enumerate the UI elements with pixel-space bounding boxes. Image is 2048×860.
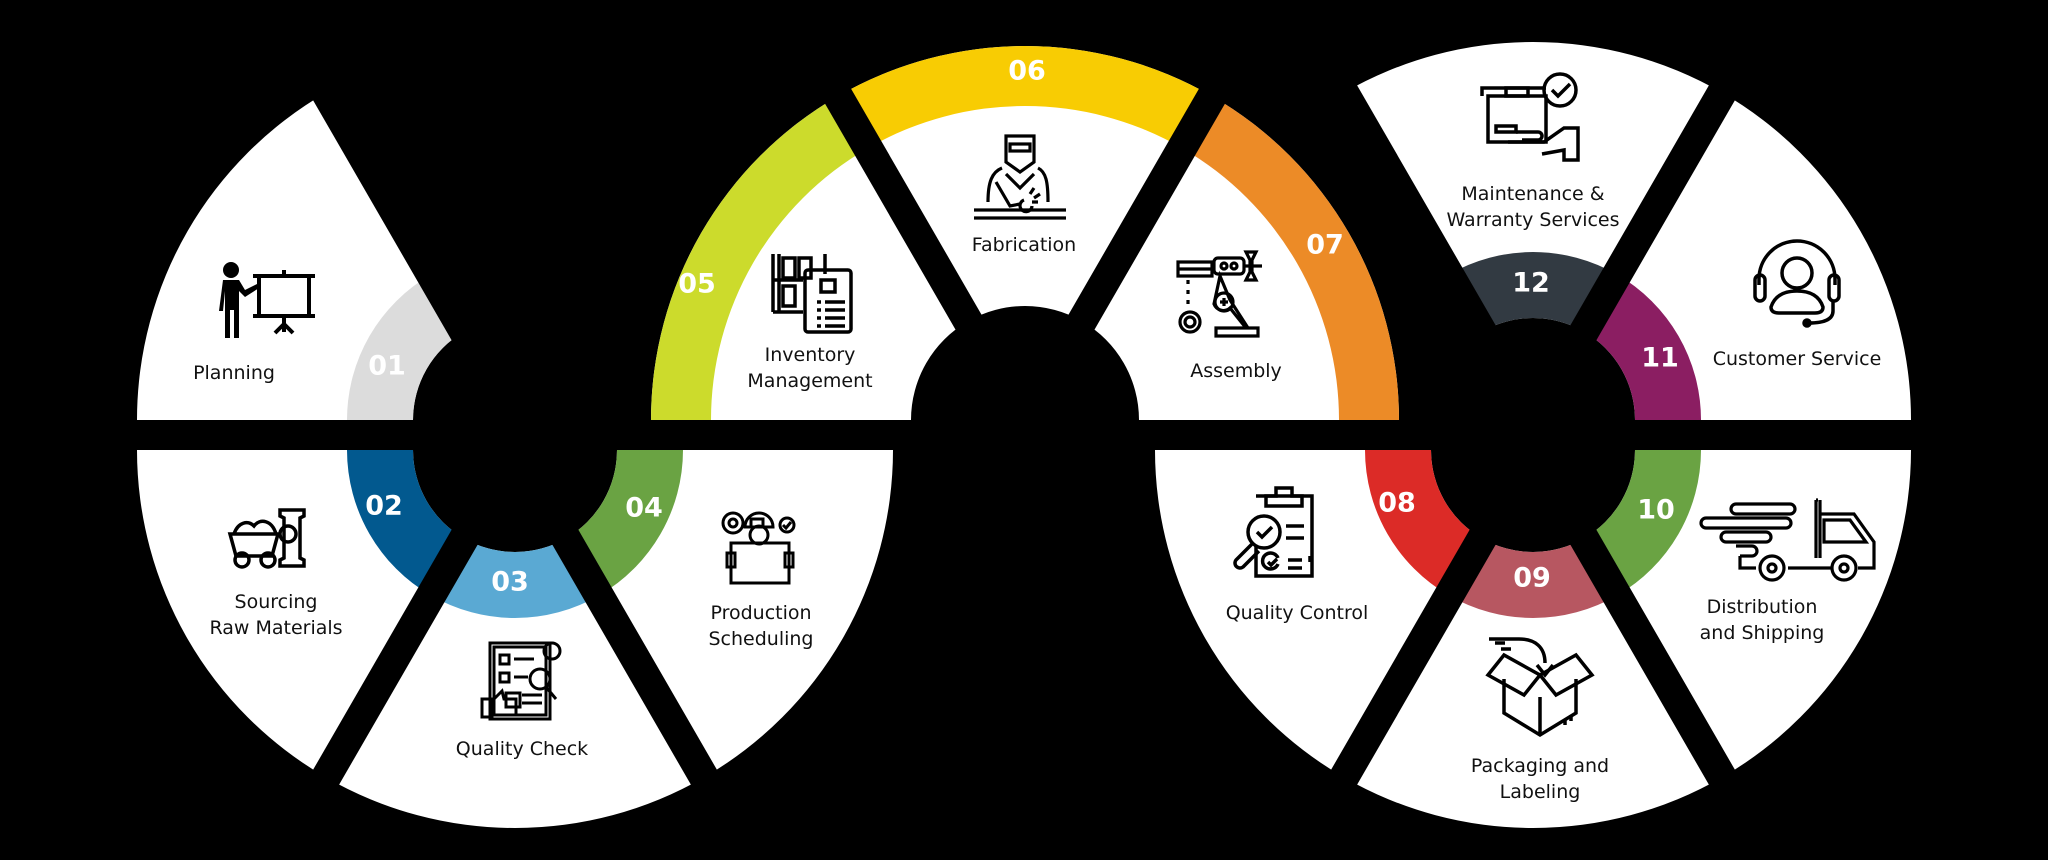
warranty-box-icon	[1478, 70, 1588, 166]
step-label-06: Fabrication	[971, 234, 1077, 256]
step-number-12: 12	[1512, 267, 1550, 299]
separator	[1012, 76, 1232, 428]
quality-checklist-icon	[480, 639, 564, 723]
separator	[308, 76, 528, 428]
step-label-12: Maintenance &Warranty Services	[1446, 183, 1620, 231]
step-number-09: 09	[1513, 562, 1551, 594]
separator	[308, 442, 528, 794]
separator	[502, 442, 722, 794]
step-number-06: 06	[1008, 55, 1046, 87]
worker-planning-icon	[719, 505, 803, 589]
separator	[1326, 76, 1546, 428]
warehouse-inventory-icon	[769, 250, 859, 334]
separator	[1520, 442, 1740, 794]
step-label-07: Assembly	[1190, 360, 1282, 382]
presentation-icon	[213, 260, 323, 340]
ring-07	[1182, 96, 1399, 420]
step-number-04: 04	[625, 492, 663, 524]
step-number-07: 07	[1306, 229, 1344, 261]
step-number-11: 11	[1641, 342, 1679, 374]
step-number-02: 02	[365, 490, 403, 522]
robot-arm-icon	[1174, 244, 1270, 340]
separator	[818, 76, 1038, 428]
step-label-08: Quality Control	[1225, 602, 1369, 624]
segment-12	[1344, 41, 1722, 332]
welder-icon	[972, 130, 1068, 226]
step-label-03: Quality Check	[455, 738, 589, 760]
ring-12	[1449, 251, 1617, 332]
step-number-05: 05	[678, 268, 716, 300]
separator	[1326, 442, 1546, 794]
horizontal-gap	[0, 421, 2048, 450]
step-label-01: Planning	[193, 362, 275, 384]
headset-agent-icon	[1749, 235, 1845, 331]
open-box-icon	[1485, 635, 1595, 745]
step-number-03: 03	[491, 566, 529, 598]
step-number-01: 01	[368, 350, 406, 382]
segment-03	[326, 538, 704, 828]
delivery-truck-icon	[1696, 498, 1880, 582]
clipboard-magnifier-icon	[1224, 484, 1320, 580]
separator	[1520, 76, 1740, 428]
ring-03	[431, 538, 599, 618]
ring-05	[651, 96, 868, 420]
step-number-08: 08	[1378, 487, 1416, 519]
step-number-10: 10	[1637, 494, 1675, 526]
mining-cart-icon	[226, 506, 310, 572]
ring-06	[838, 45, 1212, 149]
ring-09	[1449, 538, 1617, 618]
step-label-11: Customer Service	[1712, 348, 1882, 370]
